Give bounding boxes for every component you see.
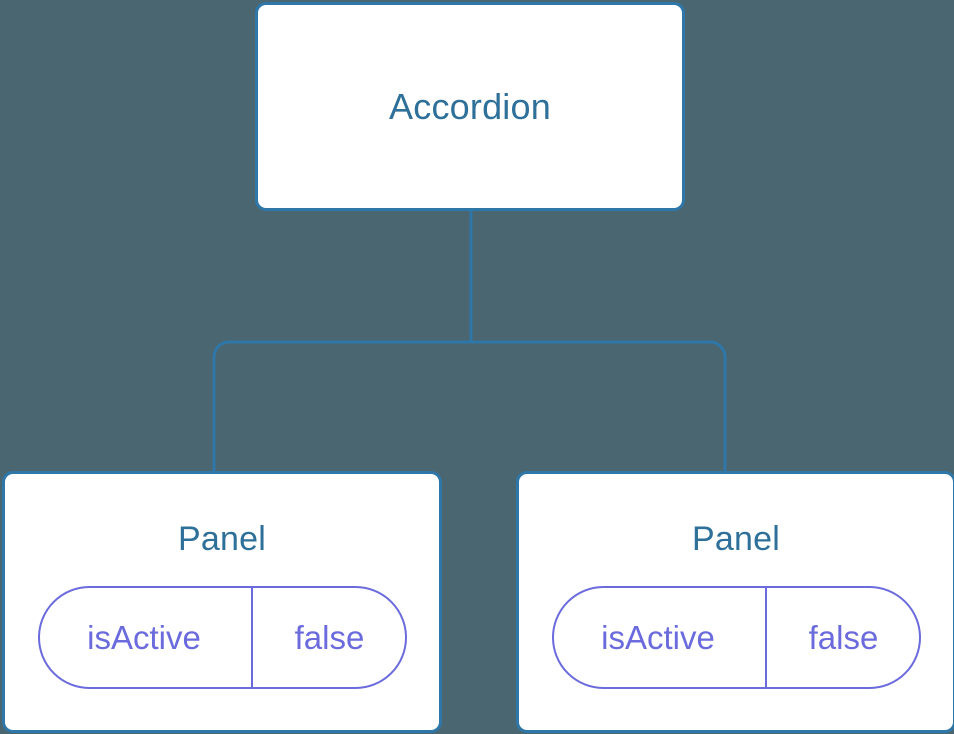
node-panel-1-prop-value: false [294,619,365,656]
node-panel-2-prop-key: isActive [554,588,767,687]
node-panel-2-title: Panel [692,520,780,558]
node-panel-2-prop-value: false [808,619,879,656]
node-panel-1-prop-key: isActive [40,588,253,687]
node-panel-1[interactable]: Panel isActive false [2,471,442,733]
connector-bus-to-right-child [471,340,727,473]
node-panel-1-title: Panel [178,520,266,558]
node-accordion[interactable]: Accordion [255,2,685,211]
connector-bus-to-left-child [212,340,471,473]
node-panel-2-prop-pill[interactable]: isActive false [551,586,921,689]
node-panel-1-prop-pill[interactable]: isActive false [37,586,407,689]
node-panel-2[interactable]: Panel isActive false [516,471,954,733]
node-accordion-title: Accordion [389,85,551,127]
